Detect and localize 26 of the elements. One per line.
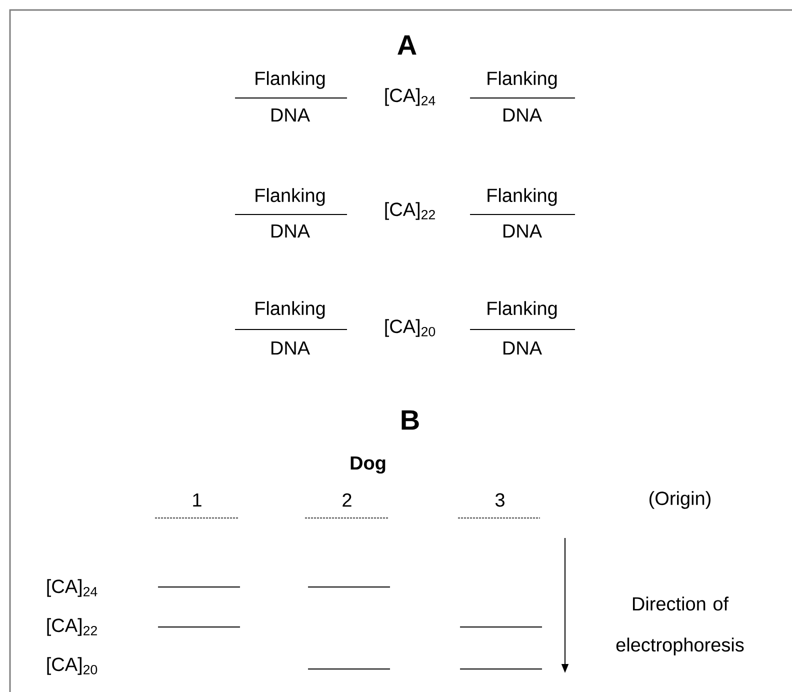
flanking-dna-label: DNA <box>272 341 310 355</box>
lane-number: 3 <box>495 493 504 507</box>
repeat-label: [CA]$_{22}$ <box>385 202 435 220</box>
lane-number: 2 <box>342 493 352 507</box>
repeat-label: [CA]$_{24}$ <box>385 88 436 106</box>
panel-letter: B <box>402 410 419 430</box>
flanking-dna-label: DNA <box>504 224 542 238</box>
repeat-label: [CA]$_{24}$ <box>47 579 98 597</box>
flanking-dna-label: Flanking <box>256 71 325 89</box>
flanking-dna-label: DNA <box>272 108 310 122</box>
flanking-dna-label: DNA <box>504 108 542 122</box>
flanking-dna-label: Flanking <box>488 301 557 319</box>
repeat-label: [CA]$_{20}$ <box>47 657 98 675</box>
flanking-dna-label: Flanking <box>488 71 557 89</box>
lane-number: 1 <box>193 493 202 507</box>
repeat-label: [CA]$_{22}$ <box>47 618 97 636</box>
group-heading: Dog <box>350 456 386 474</box>
repeat-label: [CA]$_{20}$ <box>385 319 436 337</box>
flanking-dna-label: Flanking <box>256 301 325 319</box>
flanking-dna-label: Flanking <box>256 188 325 206</box>
panel-letter: A <box>398 35 416 55</box>
direction-label: Direction of electrophoresis <box>616 596 744 656</box>
flanking-dna-label: DNA <box>272 224 310 238</box>
origin-label: (Origin) <box>650 491 710 509</box>
flanking-dna-label: DNA <box>504 341 542 355</box>
flanking-dna-label: Flanking <box>488 188 557 206</box>
